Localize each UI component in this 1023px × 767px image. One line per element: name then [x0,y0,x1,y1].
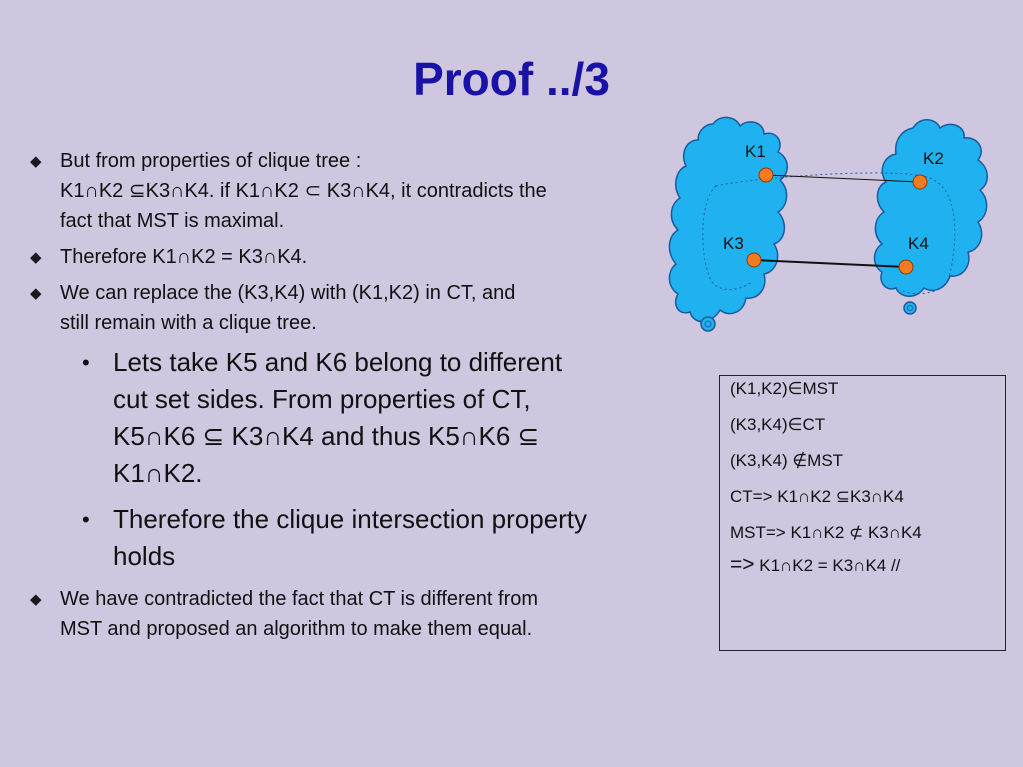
node-k1 [758,167,774,183]
conclusion-text: K1∩K2 = K3∩K4 // [754,556,901,575]
summary-line: (K3,K4)∈CT [730,415,826,434]
diamond-bullet-icon: ◆ [30,153,42,170]
clique-diagram: K1 K2 K3 K4 [668,116,988,332]
diamond-bullet-icon: ◆ [30,591,42,608]
bullet-line: MST and proposed an algorithm to make th… [60,618,533,640]
bullet-line: K1∩K2 ⊆K3∩K4. if K1∩K2 ⊂ K3∩K4, it contr… [60,180,547,202]
summary-line: MST=> K1∩K2 ⊄ K3∩K4 [730,523,922,542]
sub-list-item: • Lets take K5 and K6 belong to differen… [30,344,690,492]
cut-set-boundary [702,172,956,295]
implies-arrow: => [730,553,755,576]
summary-line: (K3,K4) ∉MST [730,451,844,470]
summary-conclusion: => K1∩K2 = K3∩K4 // [730,553,1005,576]
bullet-line: cut set sides. From properties of CT, [113,384,531,414]
bullet-line: K5∩K6 ⊆ K3∩K4 and thus K5∩K6 ⊆ [113,421,540,451]
list-item: ◆ Therefore K1∩K2 = K3∩K4. [30,242,690,272]
list-item: ◆ We have contradicted the fact that CT … [30,584,690,644]
dot-bullet-icon: • [82,350,90,375]
bullet-line: holds [113,541,176,571]
bullet-line: We can replace the (K3,K4) with (K1,K2) … [60,282,516,304]
edge-k1-k2 [765,174,921,183]
node-label-k4: K4 [908,234,929,253]
diamond-bullet-icon: ◆ [30,249,42,266]
bullet-line: still remain with a clique tree. [60,312,317,334]
dot-bullet-icon: • [82,507,90,532]
cloud-left [668,116,788,332]
node-label-k2: K2 [923,149,944,168]
diamond-bullet-icon: ◆ [30,285,42,302]
node-k3 [746,252,762,268]
bullet-line: Lets take K5 and K6 belong to different [113,347,563,377]
bullet-line: Therefore K1∩K2 = K3∩K4. [60,246,308,268]
summary-line: (K1,K2)∈MST [730,379,839,398]
summary-line: CT=> K1∩K2 ⊆K3∩K4 [730,487,904,506]
node-label-k1: K1 [745,142,766,161]
bullet-line: We have contradicted the fact that CT is… [60,588,539,610]
bullet-line: Therefore the clique intersection proper… [113,504,588,534]
page-title: Proof ../3 [413,53,610,105]
node-k2 [912,174,928,190]
node-label-k3: K3 [723,234,744,253]
edge-k3-k4 [753,259,907,268]
bullet-line: But from properties of clique tree : [60,150,362,172]
cloud-right [873,119,988,315]
summary-box: (K1,K2)∈MST (K3,K4)∈CT (K3,K4) ∉MST CT=>… [719,375,1006,651]
bullet-list: ◆ But from properties of clique tree : K… [30,146,690,650]
node-k4 [898,259,914,275]
list-item: ◆ We can replace the (K3,K4) with (K1,K2… [30,278,690,338]
list-item: ◆ But from properties of clique tree : K… [30,146,690,236]
bullet-line: K1∩K2. [113,458,203,488]
bullet-line: fact that MST is maximal. [60,210,285,232]
sub-list-item: • Therefore the clique intersection prop… [30,501,690,575]
